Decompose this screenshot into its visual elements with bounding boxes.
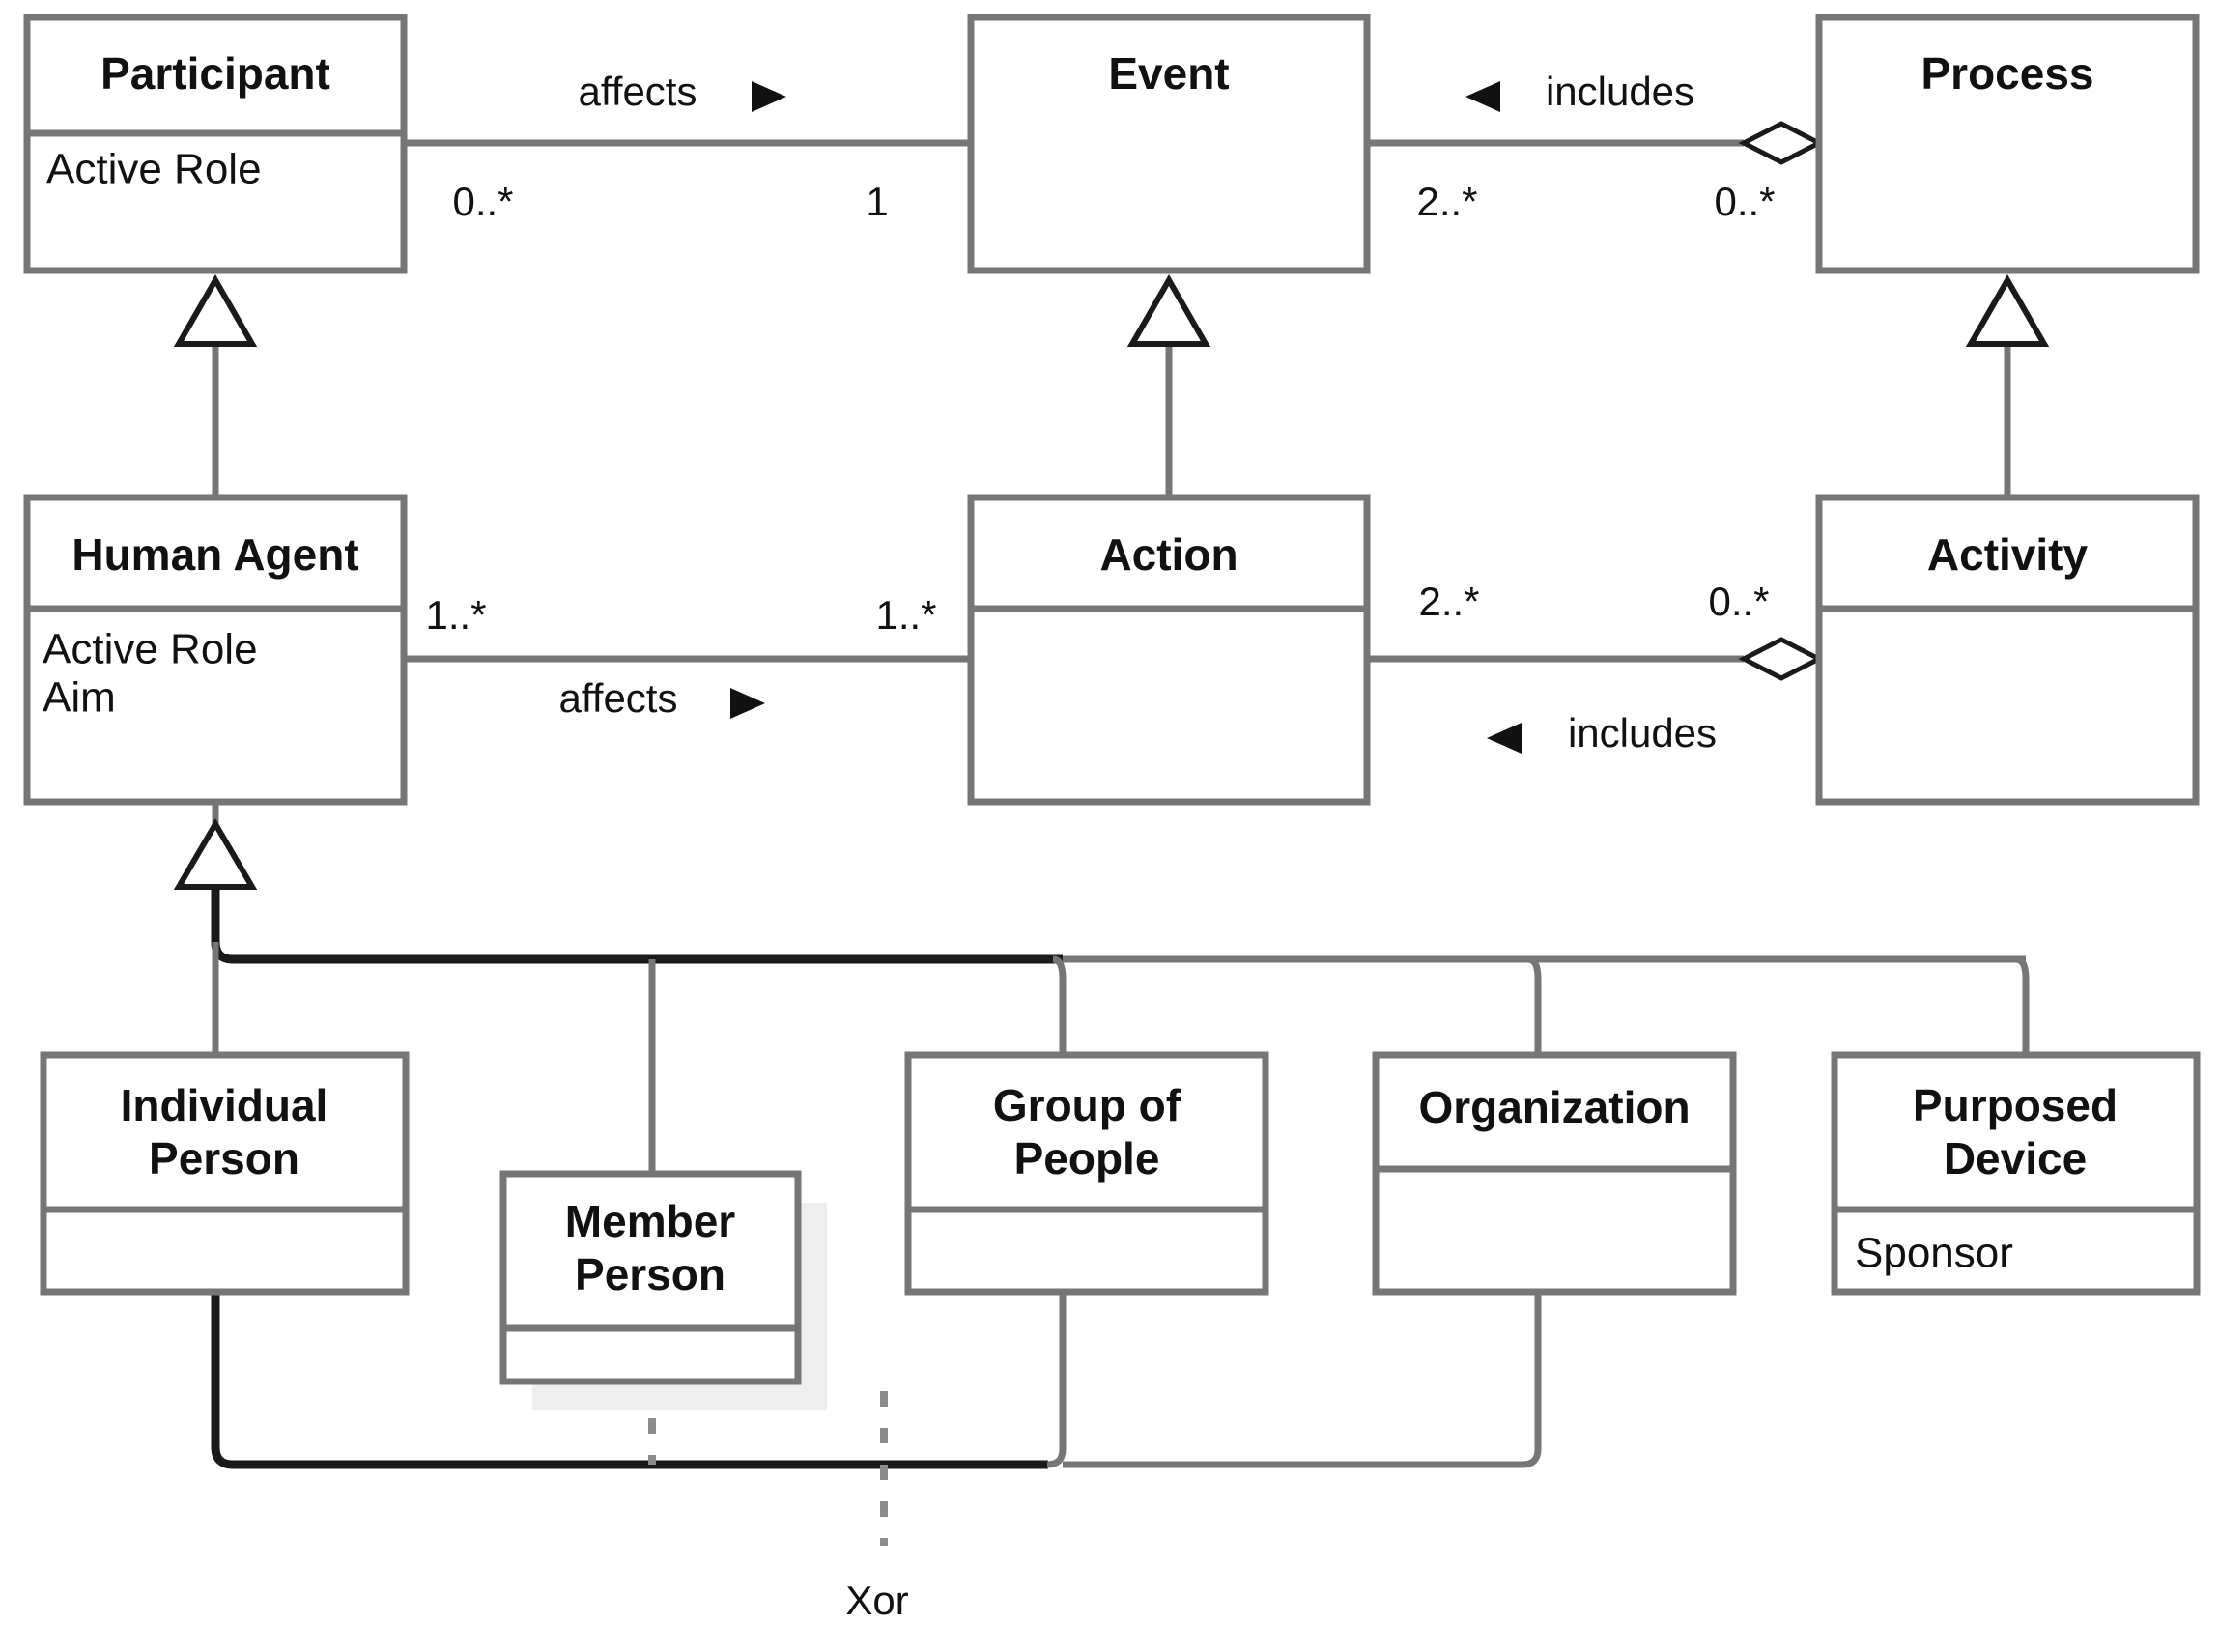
class-box-organization-rect <box>1372 1051 1737 1296</box>
class-box-human-agent[interactable]: Human Agent Active Role Aim <box>23 494 408 806</box>
class-name-activity: Activity <box>1927 529 2089 580</box>
class-box-activity[interactable]: Activity <box>1815 494 2200 806</box>
class-box-purposed-device[interactable]: Purposed Device Sponsor <box>1831 1051 2201 1296</box>
lower-bus-group-of-people <box>1046 1292 1067 1468</box>
generalization-triangle-process <box>1965 273 2050 347</box>
lower-bus-organization <box>1063 1292 1542 1468</box>
direction-triangle-left-bottom <box>1487 723 1522 754</box>
direction-triangle-right-bottom <box>730 688 765 719</box>
class-box-member-person[interactable]: Member Person <box>499 1170 827 1410</box>
class-name-member-person-line-1: Person <box>575 1249 725 1299</box>
class-attribute-human-agent-1: Aim <box>43 674 116 722</box>
association-label-affects-top: affects <box>579 69 697 114</box>
class-name-human-agent: Human Agent <box>71 529 358 580</box>
class-name-purposed-device-line-1: Device <box>1944 1133 2087 1183</box>
class-box-human-agent-rect <box>23 494 408 806</box>
class-box-participant-rect <box>23 14 408 274</box>
class-name-organization: Organization <box>1418 1082 1690 1132</box>
multiplicity-event-left: 1 <box>866 179 888 224</box>
class-name-individual-person-line-1: Person <box>149 1133 299 1183</box>
generalization-drop-organization <box>1527 955 1542 1055</box>
association-label-affects-bottom: affects <box>559 675 678 721</box>
class-box-participant[interactable]: Participant Active Role <box>23 14 408 274</box>
multiplicity-process-left: 0..* <box>1714 179 1775 224</box>
generalization-triangle-participant <box>173 273 258 347</box>
class-attribute-purposed-device-0: Sponsor <box>1855 1230 2013 1277</box>
class-name-action: Action <box>1099 529 1238 580</box>
class-attribute-human-agent-0: Active Role <box>43 626 258 673</box>
class-box-individual-person[interactable]: Individual Person <box>40 1051 410 1296</box>
class-name-individual-person-line-0: Individual <box>121 1080 328 1130</box>
class-name-group-of-people-line-1: People <box>1014 1133 1160 1183</box>
aggregation-diamond-activity <box>1738 637 1825 681</box>
class-box-process[interactable]: Process <box>1815 14 2200 274</box>
class-box-event-rect <box>967 14 1371 274</box>
generalization-bus-trunk <box>211 887 1063 964</box>
generalization-triangle-event <box>1126 273 1211 347</box>
lower-bus-individual-person <box>211 1292 1048 1469</box>
class-box-purposed-device-rect <box>1831 1051 2201 1296</box>
class-box-individual-person-rect <box>40 1051 410 1296</box>
generalization-drop-purposed-device <box>2015 955 2030 1055</box>
direction-triangle-right-top <box>752 81 786 112</box>
class-name-participant: Participant <box>100 48 330 99</box>
generalization-triangle-humanagent <box>173 818 258 890</box>
multiplicity-activity-left: 0..* <box>1708 579 1769 624</box>
class-box-organization[interactable]: Organization <box>1372 1051 1737 1296</box>
class-name-purposed-device-line-0: Purposed <box>1913 1080 2118 1130</box>
generalization-drop-group-of-people <box>1052 955 1067 1055</box>
class-name-member-person-line-0: Member <box>565 1196 735 1246</box>
class-box-activity-rect <box>1815 494 2200 806</box>
association-label-includes-top: includes <box>1546 69 1694 114</box>
aggregation-diamond-process <box>1738 121 1825 165</box>
class-box-action-rect <box>967 494 1371 806</box>
class-box-group-of-people-rect <box>904 1051 1269 1296</box>
multiplicity-event-right: 2..* <box>1416 179 1477 224</box>
multiplicity-participant-side: 0..* <box>452 179 513 224</box>
class-box-process-rect <box>1815 14 2200 274</box>
class-name-process: Process <box>1920 48 2093 99</box>
class-attribute-participant-0: Active Role <box>46 146 262 193</box>
class-box-event[interactable]: Event <box>967 14 1371 274</box>
constraint-label-xor: Xor <box>845 1578 908 1623</box>
association-label-includes-bottom: includes <box>1568 710 1717 755</box>
class-box-member-person-rect <box>499 1170 802 1385</box>
class-box-group-of-people[interactable]: Group of People <box>904 1051 1269 1296</box>
direction-triangle-left-top <box>1465 81 1500 112</box>
multiplicity-action-left: 1..* <box>875 592 936 638</box>
class-name-group-of-people-line-0: Group of <box>993 1080 1181 1130</box>
class-name-event: Event <box>1108 48 1229 99</box>
multiplicity-humanagent-side: 1..* <box>425 592 486 638</box>
multiplicity-action-right: 2..* <box>1418 579 1479 624</box>
class-box-action[interactable]: Action <box>967 494 1371 806</box>
